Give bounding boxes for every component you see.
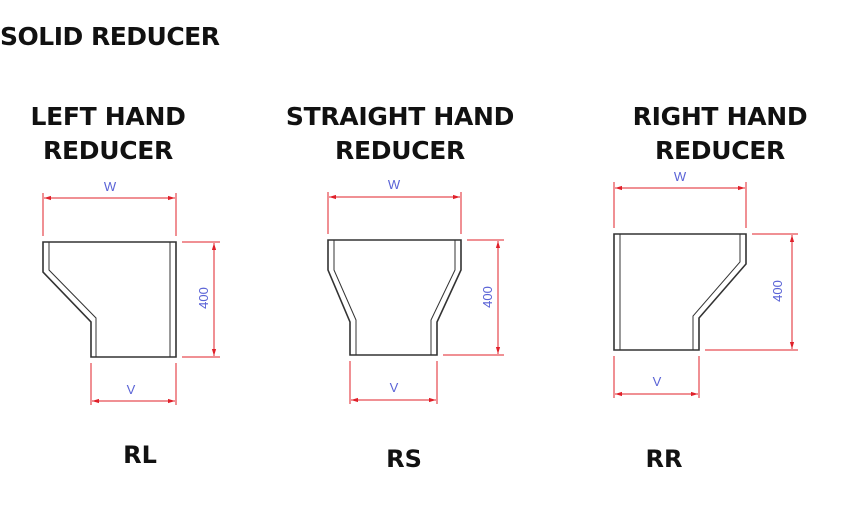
heading-straight-hand-reducer: STRAIGHT HAND REDUCER <box>270 100 530 168</box>
dim-label-w: W <box>674 169 687 184</box>
reducer-rr-outline <box>613 233 747 351</box>
reducer-rl-drawing: W 400 V <box>42 179 220 405</box>
page-title: SOLID REDUCER <box>0 22 220 51</box>
dim-label-400: 400 <box>196 287 211 309</box>
dimension-w-rs <box>327 192 462 234</box>
dim-label-v: V <box>127 382 136 397</box>
dimension-400-rs <box>443 239 504 356</box>
heading-left-hand-reducer: LEFT HAND REDUCER <box>18 100 198 168</box>
heading-line-1: STRAIGHT HAND <box>285 102 515 131</box>
reducer-code-rl: RL <box>123 441 157 469</box>
dim-label-w: W <box>388 177 401 192</box>
dim-label-400: 400 <box>480 286 495 308</box>
heading-line-2: REDUCER <box>335 136 465 165</box>
reducer-code-rr: RR <box>645 445 683 473</box>
reducer-rs-outline <box>327 239 462 356</box>
heading-line-1: RIGHT HAND <box>632 102 808 131</box>
dimension-400-rl <box>182 241 220 358</box>
dim-label-v: V <box>390 380 399 395</box>
dimension-v-rr <box>613 356 700 398</box>
reducer-rr-drawing: W 400 V <box>613 169 798 398</box>
dim-label-400: 400 <box>770 280 785 302</box>
heading-line-2: REDUCER <box>43 136 173 165</box>
dimension-400-rr <box>705 233 798 351</box>
heading-right-hand-reducer: RIGHT HAND REDUCER <box>615 100 825 168</box>
reducer-rl-outline <box>42 241 177 358</box>
heading-line-1: LEFT HAND <box>30 102 186 131</box>
reducer-code-rs: RS <box>386 445 422 473</box>
heading-line-2: REDUCER <box>655 136 785 165</box>
dimension-w-rr <box>613 182 747 228</box>
dim-label-v: V <box>653 374 662 389</box>
dimension-v-rl <box>90 363 177 405</box>
dimension-w-rl <box>42 193 177 236</box>
dim-label-w: W <box>104 179 117 194</box>
reducer-rs-drawing: W 400 V <box>327 177 504 404</box>
dimension-v-rs <box>349 361 438 404</box>
